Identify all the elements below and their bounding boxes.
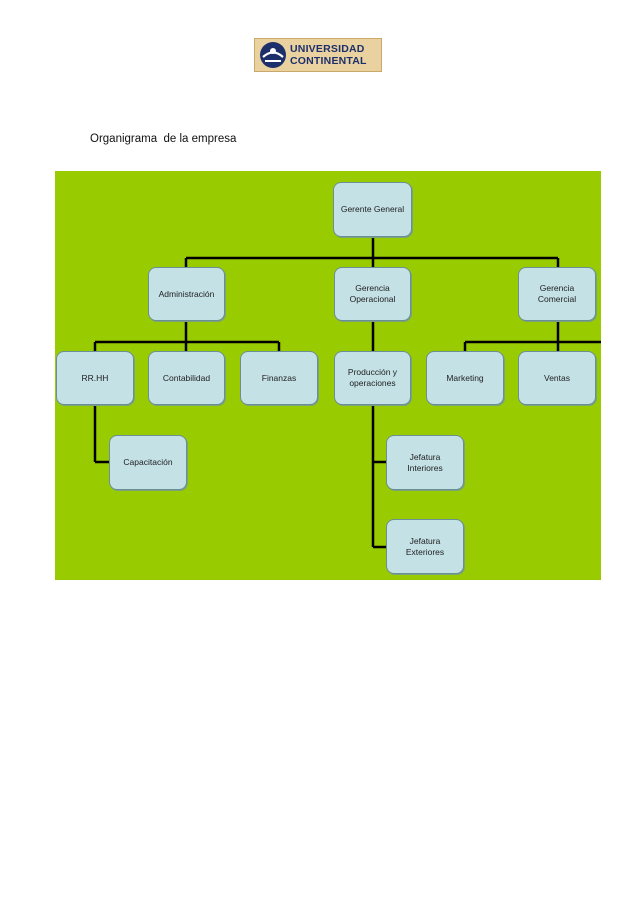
node-gerente-general: Gerente General [333, 182, 412, 237]
university-emblem-icon [260, 42, 286, 68]
node-finanzas: Finanzas [240, 351, 318, 405]
node-jefatura-interiores: Jefatura Interiores [386, 435, 464, 490]
node-capacitacion: Capacitación [109, 435, 187, 490]
university-logo: UNIVERSIDAD CONTINENTAL [254, 38, 382, 72]
logo-line-2: CONTINENTAL [290, 55, 367, 67]
node-gerencia-comercial: Gerencia Comercial [518, 267, 596, 321]
org-chart: Gerente General Administración Gerencia … [55, 171, 601, 580]
org-chart-connectors [93, 237, 601, 549]
document-title: Organigrama de la empresa [90, 133, 237, 145]
logo-wordmark: UNIVERSIDAD CONTINENTAL [290, 42, 367, 67]
node-jefatura-exteriores: Jefatura Exteriores [386, 519, 464, 574]
node-ventas: Ventas [518, 351, 596, 405]
node-administracion: Administración [148, 267, 225, 321]
node-produccion-operaciones: Producción y operaciones [334, 351, 411, 405]
node-rrhh: RR.HH [56, 351, 134, 405]
node-marketing: Marketing [426, 351, 504, 405]
node-contabilidad: Contabilidad [148, 351, 225, 405]
node-gerencia-operacional: Gerencia Operacional [334, 267, 411, 321]
logo-line-1: UNIVERSIDAD [290, 42, 365, 55]
